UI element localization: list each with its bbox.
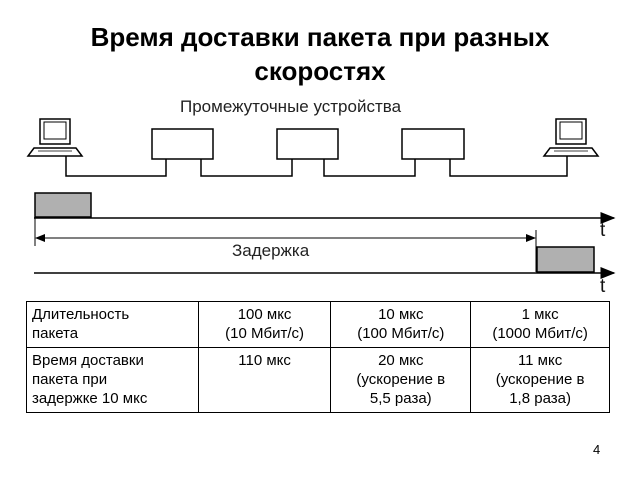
cell-line: Время доставки: [32, 352, 144, 369]
cell-line: 100 мкс: [237, 306, 292, 323]
cell-line: задержке 10 мкс: [32, 390, 148, 407]
table-cell: 110 мкс: [197, 347, 332, 413]
intermediate-device-3: [401, 128, 465, 160]
table-cell: 20 мкс (ускорение в 5,5 раза): [330, 347, 472, 413]
network-links: [65, 156, 568, 177]
cell-line: (1000 Мбит/с): [492, 325, 588, 342]
title-line-1: Время доставки пакета при разных: [90, 22, 550, 52]
title-line-2: скоростях: [254, 56, 386, 86]
cell-line: (ускорение в: [356, 371, 446, 388]
cell-line: 10 мкс: [378, 306, 424, 323]
time-axis-bottom-label: t: [600, 276, 606, 297]
packet-received: [536, 246, 595, 273]
table-cell: 100 мкс (10 Мбит/с): [197, 301, 332, 348]
network-timing-diagram: [26, 118, 616, 279]
cell-line: 1 мкс: [521, 306, 559, 323]
table-row-header: Длительность пакета: [26, 301, 199, 348]
delivery-time-table: Длительность пакета 100 мкс (10 Мбит/с) …: [26, 301, 610, 413]
table-row: Время доставки пакета при задержке 10 мк…: [26, 347, 610, 413]
table-cell: 1 мкс (1000 Мбит/с): [470, 301, 610, 348]
slide-title: Время доставки пакета при разных скорост…: [40, 20, 600, 88]
table-row: Длительность пакета 100 мкс (10 Мбит/с) …: [26, 301, 610, 348]
intermediate-device-2: [276, 128, 339, 160]
destination-computer-icon: [542, 118, 600, 157]
cell-line: (10 Мбит/с): [225, 325, 304, 342]
page-number: 4: [593, 442, 601, 457]
cell-line: 11 мкс: [517, 352, 563, 369]
source-computer-icon: [26, 118, 84, 157]
table-cell: 10 мкс (100 Мбит/с): [330, 301, 472, 348]
cell-line: (100 Мбит/с): [357, 325, 445, 342]
cell-line: (ускорение в: [495, 371, 585, 388]
intermediate-devices-label: Промежуточные устройства: [180, 97, 402, 116]
intermediate-device-1: [151, 128, 214, 160]
cell-line: 5,5 раза): [369, 390, 432, 407]
cell-line: пакета: [32, 325, 79, 342]
cell-line: 110 мкс: [238, 352, 291, 369]
table-row-header: Время доставки пакета при задержке 10 мк…: [26, 347, 199, 413]
cell-line: Длительность: [32, 306, 130, 323]
cell-line: пакета при: [32, 371, 108, 388]
packet-sent: [34, 192, 92, 218]
time-axis-top-label: t: [600, 220, 606, 241]
table-cell: 11 мкс (ускорение в 1,8 раза): [470, 347, 610, 413]
cell-line: 1,8 раза): [509, 390, 571, 407]
cell-line: 20 мкс: [378, 352, 424, 369]
delay-label: Задержка: [232, 241, 310, 260]
